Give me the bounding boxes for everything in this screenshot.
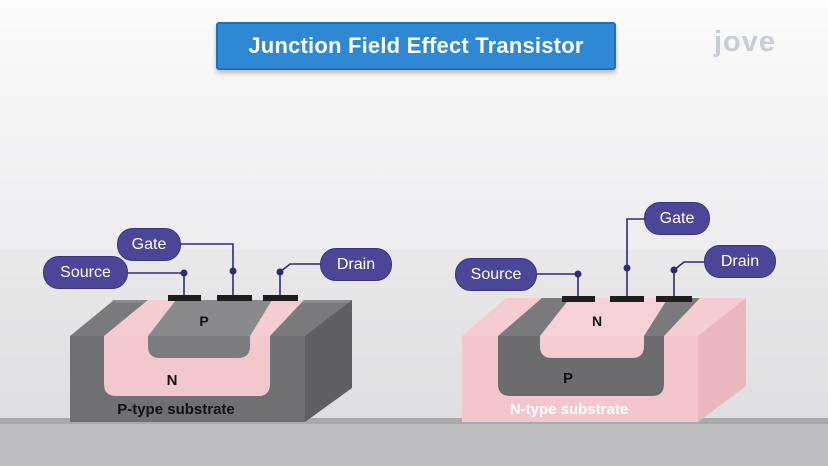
left-source-node [180,269,188,277]
right-gate-label: Gate [644,202,710,235]
right-source-contact [562,296,595,302]
left-p-gate-front [148,336,250,358]
right-gate-wire [626,218,644,296]
right-substrate-label: N-type substrate [510,401,628,418]
right-n-gate-front [540,336,644,358]
floor-edge [0,418,828,466]
right-gate-contact [610,296,644,302]
right-channel-region-label: P [563,370,573,387]
right-inner-region-label: N [592,313,602,329]
left-gate-contact [217,295,252,301]
title-text: Junction Field Effect Transistor [248,33,584,58]
left-p-gate-top [148,300,272,336]
left-block-right [305,300,352,422]
left-source-label: Source [43,256,128,289]
left-inner-region-label: P [199,313,208,329]
left-gate-wire [180,243,234,295]
right-block-right [698,298,746,422]
right-drain-wire [673,261,704,296]
left-gate-label: Gate [117,228,181,261]
left-channel-region-label: N [167,372,178,389]
right-source-node [574,270,582,278]
right-drain-label: Drain [704,245,776,278]
jove-logo: jove [714,26,777,58]
left-drain-node [276,268,284,276]
left-source-contact [168,295,201,301]
right-n-gate-top [540,298,668,336]
right-drain-node [670,266,678,274]
right-gate-node [623,264,631,272]
left-drain-contact [263,295,298,301]
right-source-label: Source [455,258,537,291]
left-device [70,243,352,422]
left-drain-label: Drain [320,248,392,281]
floor-edge-shadow [0,418,828,424]
title-banner: Junction Field Effect Transistor [216,22,616,70]
left-drain-wire [279,263,320,295]
right-drain-contact [656,296,692,302]
right-device [462,218,746,422]
left-gate-node [229,267,237,275]
left-substrate-label: P-type substrate [117,401,235,418]
